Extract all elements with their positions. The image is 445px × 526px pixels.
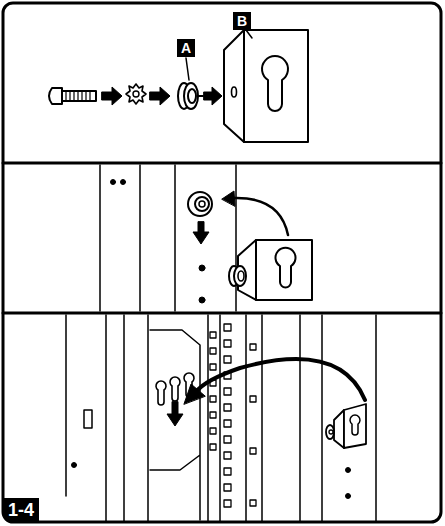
part-callout: B	[233, 12, 251, 30]
part-callout: A	[177, 39, 195, 57]
step-number: 1-4	[3, 498, 39, 522]
